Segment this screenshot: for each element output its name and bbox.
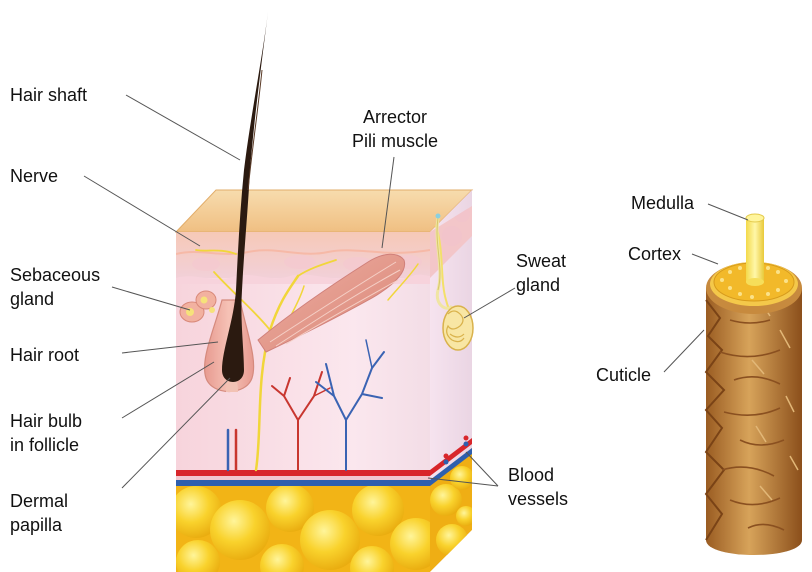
label-hair-bulb-line1: Hair bulb (10, 410, 82, 433)
label-medulla: Medulla (631, 192, 694, 215)
label-hair-bulb-line2: in follicle (10, 434, 79, 457)
label-sweat-line1: Sweat (516, 250, 566, 273)
label-nerve: Nerve (10, 165, 58, 188)
label-hair-root: Hair root (10, 344, 79, 367)
label-arrector-line2: Pili muscle (330, 130, 460, 153)
label-blood-line2: vessels (508, 488, 568, 511)
label-cuticle: Cuticle (596, 364, 651, 387)
label-arrector-line1: Arrector (330, 106, 460, 129)
label-sweat-line2: gland (516, 274, 560, 297)
label-hair-shaft: Hair shaft (10, 84, 87, 107)
label-blood-line1: Blood (508, 464, 554, 487)
label-dermal-line2: papilla (10, 514, 62, 537)
label-dermal-line1: Dermal (10, 490, 68, 513)
label-sebaceous-line2: gland (10, 288, 54, 311)
label-cortex: Cortex (628, 243, 681, 266)
label-sebaceous-line1: Sebaceous (10, 264, 100, 287)
hair-strand-cross-section (706, 214, 802, 555)
